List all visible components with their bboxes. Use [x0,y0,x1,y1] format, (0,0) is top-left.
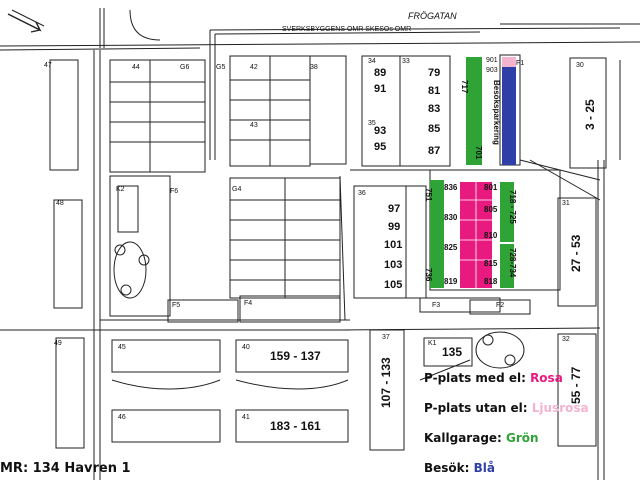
legend-gron-label: Kallgarage: [424,431,507,445]
parking-836: 836 [444,183,458,192]
address-81: 81 [428,85,441,97]
lot-43: 43 [250,122,258,129]
garage-f1: F1 [516,60,525,67]
address-range-27-53: 27 - 53 [569,234,583,272]
lot-35: 35 [368,120,376,127]
lot-37: 37 [382,334,390,341]
address-79: 79 [428,67,441,79]
garage-k1: K1 [428,340,437,347]
legend-bla-label: Besök: [424,461,474,475]
lot-41: 41 [242,414,250,421]
lot-49: 49 [54,340,62,347]
address-99: 99 [388,221,401,233]
parking-717: 717 [460,80,469,94]
address-89: 89 [374,67,387,79]
lot-45: 45 [118,344,126,351]
parking-818: 818 [484,277,498,286]
besoksparkering-area [502,67,516,165]
legend-rosa-label: P-plats med el: [424,371,531,385]
parking-736: 736 [424,268,433,282]
legend-bla: Besök: Blå [424,462,495,474]
parking-903: 903 [486,67,498,74]
address-135: 135 [442,345,463,359]
address-93: 93 [374,125,387,137]
address-range-159-137: 159 - 137 [270,349,321,363]
legend-rosa: P-plats med el: Rosa [424,372,563,384]
lot-38: 38 [310,64,318,71]
lot-48: 48 [56,200,64,207]
lot-42: 42 [250,64,258,71]
address-83: 83 [428,103,441,115]
legend-ljusrosa: P-plats utan el: Ljusrosa [424,402,589,414]
parking-718-725: 718 - 725 [508,190,517,224]
legend-gron: Kallgarage: Grön [424,432,539,444]
lot-32: 32 [562,336,570,343]
street-inner: SVERKSBYGGENS OMR SKESOs OMR [282,26,412,33]
parking-815: 815 [484,259,498,268]
lot-33: 33 [402,58,410,65]
map-title: MR: 134 Havren 1 [0,461,131,476]
address-91: 91 [374,83,387,95]
kallgarage-north [466,57,482,165]
address-105: 105 [384,279,403,291]
lot-44: 44 [132,64,140,71]
kallgarage-728-734 [500,244,514,288]
address-101: 101 [384,239,403,251]
legend-rosa-word: Rosa [530,371,563,385]
parking-819: 819 [444,277,458,286]
garage-g5: G5 [216,64,226,71]
garage-f5: F5 [172,302,181,309]
kallgarage-718-725 [500,182,514,242]
address-97: 97 [388,203,401,215]
address-range-183-161: 183 - 161 [270,419,321,433]
garage-f3: F3 [432,302,441,309]
legend-gron-word: Grön [506,431,539,445]
parking-801: 801 [484,183,498,192]
garage-g4: G4 [232,186,242,193]
legend-bla-word: Blå [473,461,495,475]
address-87: 87 [428,145,441,157]
address-95: 95 [374,141,387,153]
legend-ljusrosa-label: P-plats utan el: [424,401,532,415]
legend-ljusrosa-word: Ljusrosa [531,401,589,415]
address-range-3-25: 3 - 25 [583,99,597,130]
lot-40: 40 [242,344,250,351]
parking-830: 830 [444,213,458,222]
parking-751: 751 [424,188,433,202]
kallgarage-751-736 [430,180,444,288]
garage-f4: F4 [244,300,253,307]
lot-34: 34 [368,58,376,65]
lot-30: 30 [576,62,584,69]
parking-728-734: 728-734 [508,248,517,278]
lot-46: 46 [118,414,126,421]
parking-810: 810 [484,231,498,240]
north-arrow-icon [7,9,45,33]
ljusrosa-spots [502,57,516,67]
address-85: 85 [428,123,441,135]
address-range-55-77: 55 - 77 [569,366,583,404]
lot-36: 36 [358,190,366,197]
garage-k2: K2 [116,186,125,193]
garage-g6: G6 [180,64,190,71]
address-103: 103 [384,259,403,271]
street-frogatan: FRÖGATAN [408,11,457,21]
besoksparkering-label: Besöksparkering [492,80,501,145]
parking-825: 825 [444,243,458,252]
parking-805: 805 [484,205,498,214]
parking-901: 901 [486,57,498,64]
parking-701: 701 [474,146,483,160]
lot-47: 47 [44,62,52,69]
garage-f6: F6 [170,188,179,195]
lot-31: 31 [562,200,570,207]
garage-f2: F2 [496,302,505,309]
address-range-107-133: 107 - 133 [379,357,393,408]
